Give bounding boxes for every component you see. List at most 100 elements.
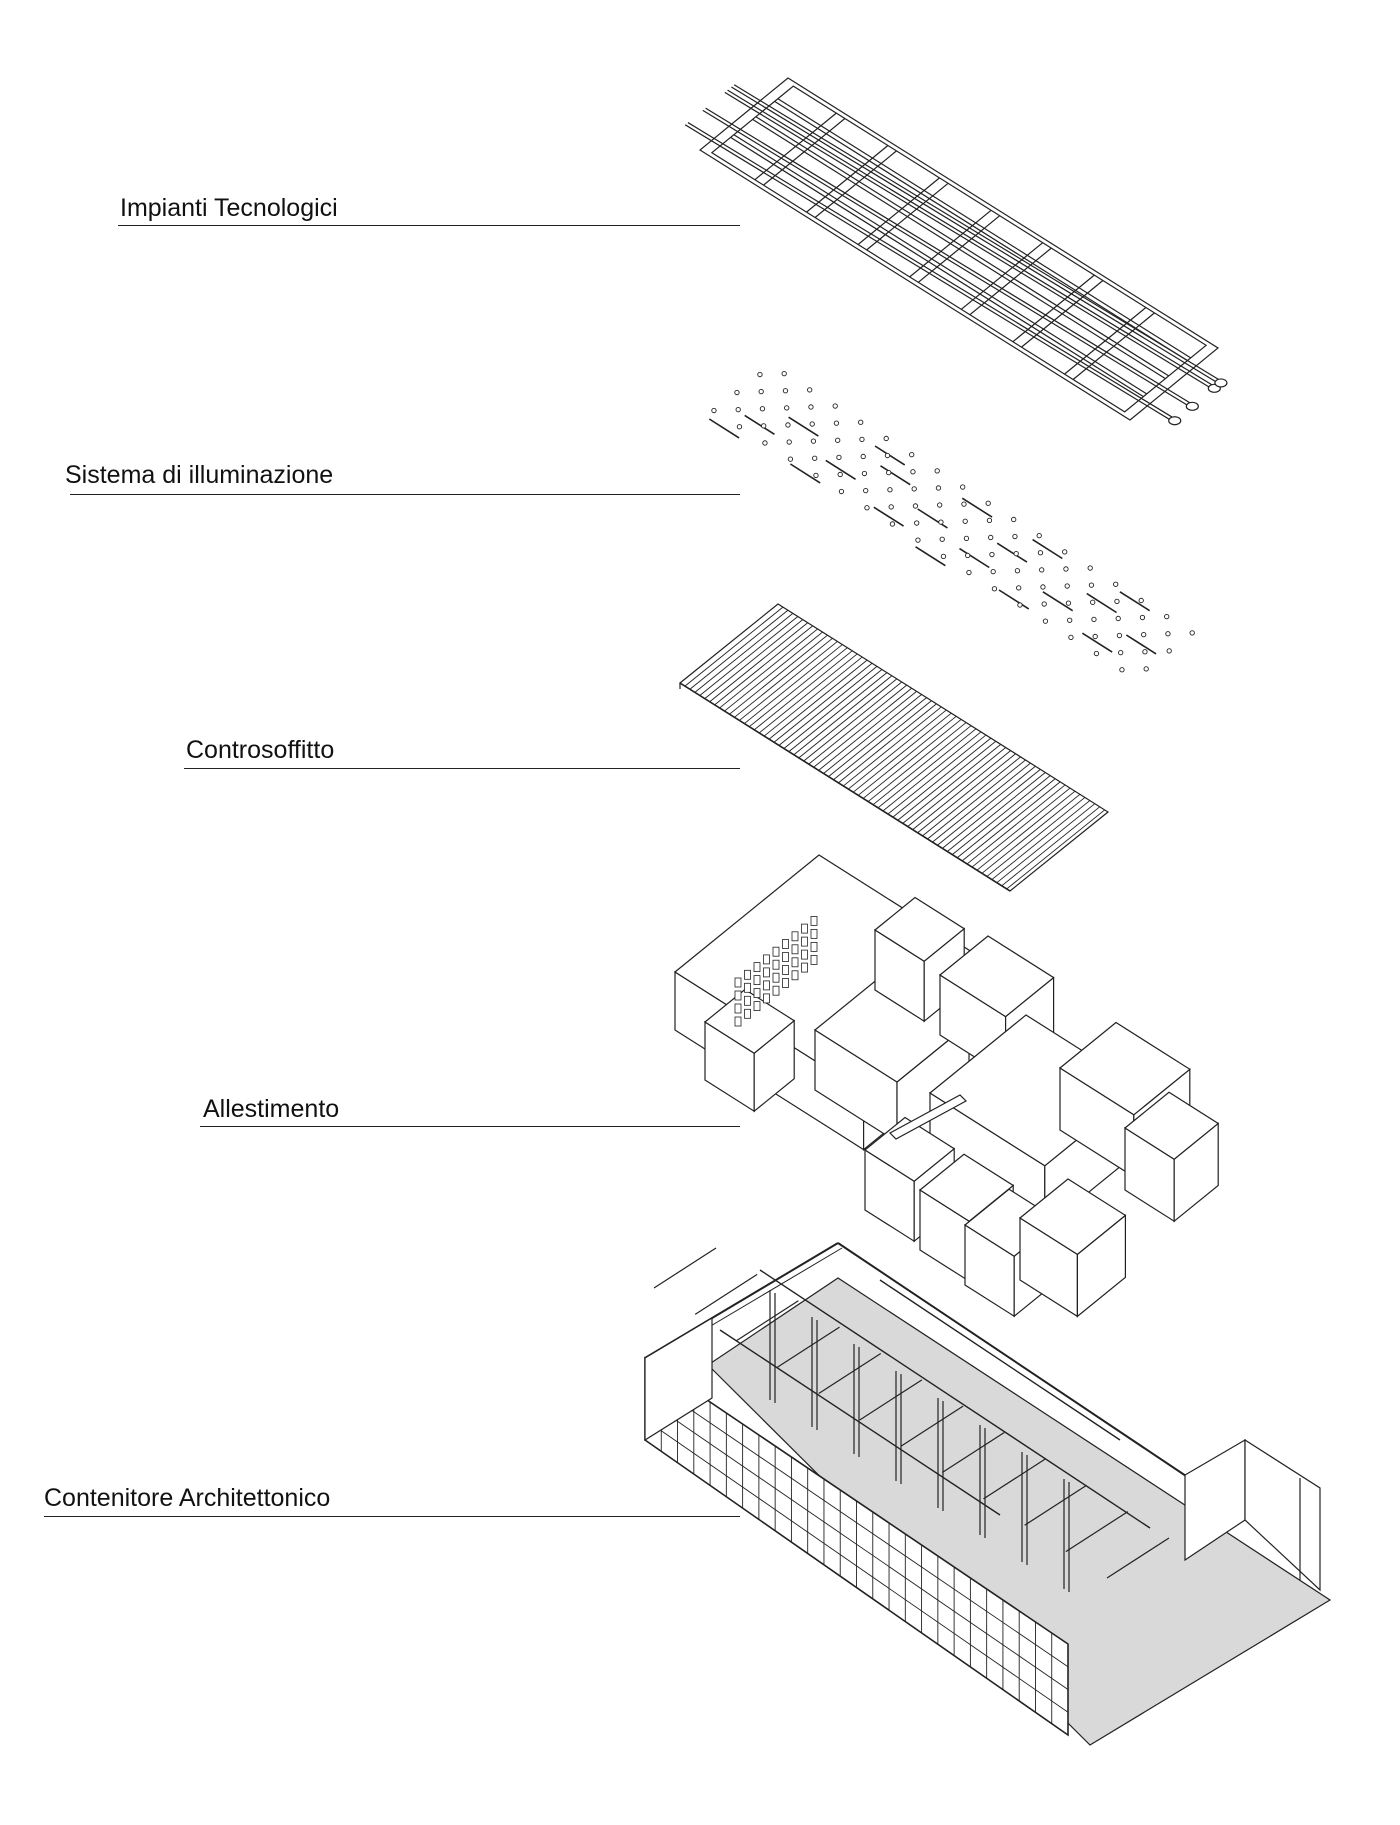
office-room-top bbox=[1018, 1178, 1127, 1256]
spot-light bbox=[962, 518, 968, 524]
ceiling-slat bbox=[966, 784, 1066, 865]
spot-light bbox=[1143, 666, 1149, 672]
spot-light bbox=[736, 424, 743, 430]
shelf-cell bbox=[734, 1016, 742, 1027]
shelf-cell bbox=[791, 970, 799, 981]
ceiling-slat bbox=[833, 700, 932, 781]
light-track bbox=[1032, 538, 1063, 560]
shelf-cell bbox=[744, 995, 751, 1006]
ceiling-slat bbox=[818, 691, 917, 771]
roof-beam bbox=[1065, 1511, 1129, 1553]
spot-light bbox=[762, 440, 768, 446]
ceiling-slat bbox=[808, 684, 907, 765]
light-track bbox=[708, 418, 740, 439]
spot-light bbox=[934, 468, 940, 474]
light-track bbox=[1081, 632, 1113, 653]
light-track bbox=[880, 465, 911, 486]
spot-light bbox=[863, 487, 869, 494]
spot-light bbox=[935, 485, 942, 491]
duct-long bbox=[755, 116, 1170, 377]
roof-beam bbox=[900, 1405, 964, 1447]
spot-light bbox=[1013, 550, 1019, 557]
ceiling-slat bbox=[981, 793, 1081, 874]
spot-light bbox=[1063, 566, 1069, 572]
corner-room-top bbox=[703, 988, 796, 1054]
spot-light bbox=[1091, 616, 1097, 622]
shelf-cell bbox=[744, 1008, 751, 1019]
roof-beam bbox=[818, 1352, 882, 1394]
roof-edge bbox=[837, 1242, 1193, 1481]
spot-light bbox=[761, 423, 767, 429]
fitting-room-top bbox=[1058, 1021, 1191, 1116]
ceiling-slat bbox=[753, 650, 853, 731]
spot-light bbox=[888, 504, 894, 510]
leader-line-allestimento bbox=[200, 1126, 740, 1127]
ceiling-slat bbox=[877, 728, 977, 809]
spot-light bbox=[1012, 533, 1018, 540]
ceiling-slat bbox=[744, 644, 843, 724]
light-track bbox=[959, 547, 990, 569]
roof-beam bbox=[859, 1379, 923, 1421]
ceiling-slat bbox=[788, 672, 888, 752]
ceiling-slat bbox=[917, 753, 1016, 834]
pipe bbox=[724, 91, 1214, 390]
light-track bbox=[873, 506, 904, 527]
spot-light bbox=[990, 568, 996, 575]
shelf-cell bbox=[782, 939, 789, 949]
spot-light bbox=[813, 472, 819, 478]
pipe bbox=[687, 122, 1177, 421]
ceiling-slat bbox=[892, 737, 992, 818]
shelf-cell bbox=[782, 952, 789, 962]
shelf-cell bbox=[782, 965, 789, 975]
spot-light bbox=[782, 388, 789, 394]
shelf-cell bbox=[763, 993, 770, 1004]
ceiling-slat bbox=[749, 647, 848, 728]
ceiling-slat bbox=[942, 769, 1041, 849]
long-beam bbox=[879, 1279, 1121, 1441]
ceiling-slat bbox=[828, 697, 927, 777]
ceiling-slat bbox=[823, 694, 922, 774]
pipe bbox=[705, 107, 1195, 406]
pipe bbox=[727, 89, 1217, 388]
ceiling-slat bbox=[922, 756, 1021, 837]
shelf-cell bbox=[801, 949, 808, 960]
spot-light bbox=[836, 454, 842, 460]
spot-light bbox=[884, 452, 891, 459]
spot-light bbox=[1090, 599, 1096, 605]
spot-light bbox=[1087, 565, 1093, 571]
shelf-cell bbox=[744, 969, 751, 980]
facade-transom bbox=[644, 1378, 1069, 1668]
light-track bbox=[789, 463, 821, 484]
roof-beam bbox=[777, 1326, 840, 1368]
shelf-cell bbox=[734, 1003, 742, 1014]
ceiling-slat bbox=[956, 778, 1056, 859]
ceiling-slat bbox=[783, 669, 883, 749]
spot-light bbox=[1065, 600, 1072, 606]
spot-light bbox=[1165, 631, 1171, 637]
spot-light bbox=[911, 486, 917, 492]
spot-light bbox=[861, 470, 868, 477]
spot-light bbox=[1189, 630, 1195, 636]
ceiling-slat bbox=[902, 744, 1002, 824]
spot-light bbox=[886, 469, 892, 476]
spot-light bbox=[864, 505, 870, 511]
shelf-cell bbox=[791, 957, 799, 968]
spot-light bbox=[960, 484, 966, 490]
ceiling-slat bbox=[838, 703, 937, 784]
ceiling-slat bbox=[689, 609, 789, 690]
ceiling-slat bbox=[1001, 806, 1101, 887]
counter bbox=[889, 1094, 967, 1140]
pipe bbox=[731, 86, 1220, 385]
light-track bbox=[1042, 591, 1074, 612]
ceiling-slat bbox=[971, 787, 1071, 868]
light-track bbox=[1125, 634, 1157, 655]
ceiling-slat bbox=[798, 678, 898, 759]
light-track bbox=[996, 542, 1028, 563]
roof-beam bbox=[653, 1247, 717, 1289]
controsoffitto-layer bbox=[678, 603, 1110, 892]
facade-transom bbox=[644, 1398, 1069, 1690]
spot-light bbox=[833, 420, 840, 426]
long-beam bbox=[759, 1269, 1151, 1529]
ceiling-slat bbox=[991, 800, 1091, 880]
leader-line-controsoffitto bbox=[184, 768, 740, 769]
